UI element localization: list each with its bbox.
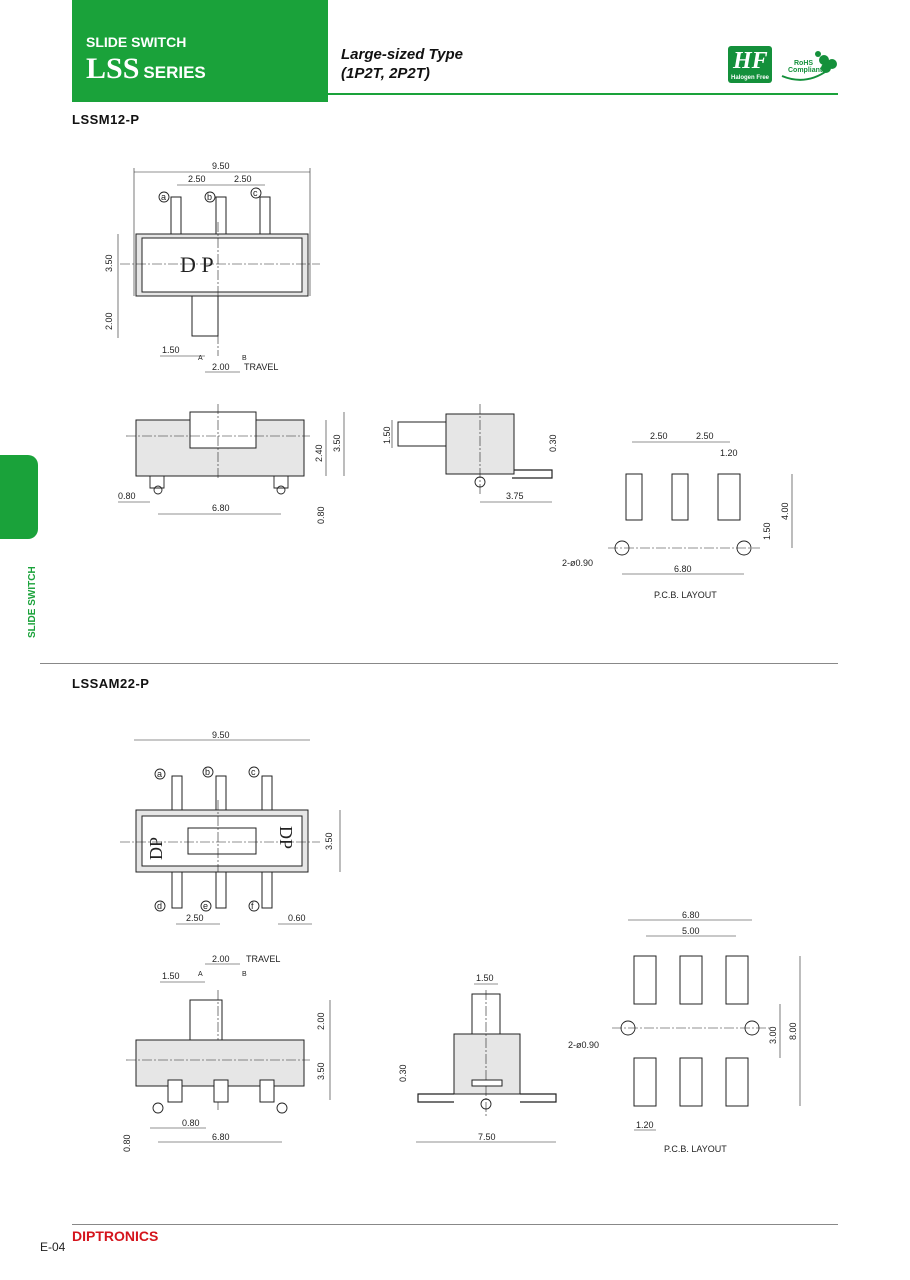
rohs-text-1: RoHS (794, 60, 814, 67)
m2-dim-950: 9.50 (212, 730, 230, 740)
m2-pcb-caption: P.C.B. LAYOUT (664, 1144, 727, 1154)
m2-side-200: 2.00 (316, 1012, 326, 1030)
m1-dim-200: 2.00 (212, 362, 230, 372)
m1-pos-a: A (198, 355, 203, 362)
m1-pin-b: b (207, 192, 212, 202)
rohs-leaf-icon (781, 51, 837, 81)
header-green-block (72, 0, 328, 102)
m1-pcb-hole: 2-ø0.90 (562, 558, 593, 568)
rohs-text-2: Compliant (788, 67, 823, 74)
m1-pin-a: a (161, 192, 166, 202)
m2-side-080v: 0.80 (122, 1134, 132, 1152)
m1-end-030: 0.30 (548, 434, 558, 452)
m2-side-680: 6.80 (212, 1132, 230, 1142)
m2-dim-060: 0.60 (288, 913, 306, 923)
series-suffix: SERIES (143, 63, 206, 82)
m1-top-view: 9.50 2.50 2.50 a b c D P 3.50 2.00 1.50 … (104, 161, 320, 373)
m2-pos-a: A (198, 971, 203, 978)
m1-end-150: 1.50 (382, 426, 392, 444)
series-category-label: SLIDE SWITCH (86, 34, 187, 50)
m1-pos-b: B (242, 355, 247, 362)
brand-name: DIPTRONICS (72, 1228, 159, 1244)
model-title-lssm12: LSSM12-P (72, 112, 140, 127)
m2-end-030: 0.30 (398, 1064, 408, 1082)
m1-side-080v: 0.80 (316, 506, 326, 524)
m2-pcb-hole: 2-ø0.90 (568, 1040, 599, 1050)
m1-pcb-250a: 2.50 (650, 431, 668, 441)
m2-dim-350: 3.50 (324, 832, 334, 850)
m2-pcb-680: 6.80 (682, 910, 700, 920)
hf-logo-text: HF (733, 48, 768, 74)
m1-pcb-250b: 2.50 (696, 431, 714, 441)
m1-pcb-680: 6.80 (674, 564, 692, 574)
m2-side-view: 2.00 TRAVEL 1.50 A B 2.00 3.50 0.80 6.80… (122, 954, 331, 1152)
m2-dim-250: 2.50 (186, 913, 204, 923)
m2-pin-c: c (251, 767, 256, 777)
m2-pcb-500: 5.00 (682, 926, 700, 936)
m1-pcb-caption: P.C.B. LAYOUT (654, 590, 717, 600)
m1-pcb-120: 1.20 (720, 448, 738, 458)
m1-side-240: 2.40 (314, 444, 324, 462)
m2-pin-a: a (157, 769, 162, 779)
m1-dim-950: 9.50 (212, 161, 230, 171)
m2-pcb-layout: 6.80 5.00 2-ø0.90 3.00 8.00 1.20 P.C.B. … (568, 910, 801, 1154)
m2-end-view: 1.50 0.30 7.50 (398, 973, 557, 1143)
m2-pcb-300: 3.00 (768, 1026, 778, 1044)
side-tab (0, 455, 38, 539)
section-divider (40, 663, 838, 664)
m2-dim-150: 1.50 (162, 971, 180, 981)
m2-pin-d: d (157, 901, 162, 911)
m2-travel: TRAVEL (246, 954, 280, 964)
rohs-logo: RoHS Compliant (776, 46, 840, 84)
m1-dim-350: 3.50 (104, 254, 114, 272)
m2-pin-b: b (205, 767, 210, 777)
model-title-lssam22: LSSAM22-P (72, 676, 150, 691)
m1-side-080: 0.80 (118, 491, 136, 501)
type-title-line1: Large-sized Type (341, 46, 463, 63)
m2-pin-f: f (251, 901, 254, 911)
m2-end-750: 7.50 (478, 1132, 496, 1142)
header-rule (328, 93, 838, 95)
m1-side-view: 2.40 3.50 0.80 6.80 0.80 (118, 404, 345, 524)
page-number: E-04 (40, 1240, 66, 1254)
m2-side-080: 0.80 (182, 1118, 200, 1128)
m2-body-right: DP (276, 826, 296, 849)
m1-dim-250b: 2.50 (234, 174, 252, 184)
halogen-free-logo: HF Halogen Free (728, 46, 772, 83)
m1-dim-200v: 2.00 (104, 312, 114, 330)
m2-pin-e: e (203, 901, 208, 911)
m2-pos-b: B (242, 971, 247, 978)
type-title: Large-sized Type (1P2T, 2P2T) (341, 45, 463, 83)
m1-dim-150: 1.50 (162, 345, 180, 355)
m1-pcb-150: 1.50 (762, 522, 772, 540)
m2-body-left: DP (146, 837, 166, 860)
m1-pcb-400: 4.00 (780, 502, 790, 520)
m2-pcb-120: 1.20 (636, 1120, 654, 1130)
m1-side-680: 6.80 (212, 503, 230, 513)
m1-travel: TRAVEL (244, 362, 278, 372)
m1-side-350: 3.50 (332, 434, 342, 452)
m1-pin-c: c (253, 188, 258, 198)
m1-dim-250a: 2.50 (188, 174, 206, 184)
m1-end-view: 1.50 0.30 3.75 (382, 404, 558, 503)
m2-dim-200: 2.00 (212, 954, 230, 964)
type-title-line2: (1P2T, 2P2T) (341, 65, 430, 82)
m1-end-375: 3.75 (506, 491, 524, 501)
footer-rule (72, 1224, 838, 1225)
m2-top-view: 9.50 a b c DP DP d e f 3.50 2.50 0.60 (120, 730, 341, 925)
m1-body-text: D P (180, 252, 214, 277)
m2-pcb-800: 8.00 (788, 1022, 798, 1040)
m2-end-150: 1.50 (476, 973, 494, 983)
m2-side-350: 3.50 (316, 1062, 326, 1080)
m1-pcb-layout: 2.50 2.50 1.20 4.00 1.50 2-ø0.90 6.80 P.… (562, 431, 793, 600)
series-name: LSS (86, 52, 140, 85)
hf-logo-subtext: Halogen Free (730, 75, 769, 81)
